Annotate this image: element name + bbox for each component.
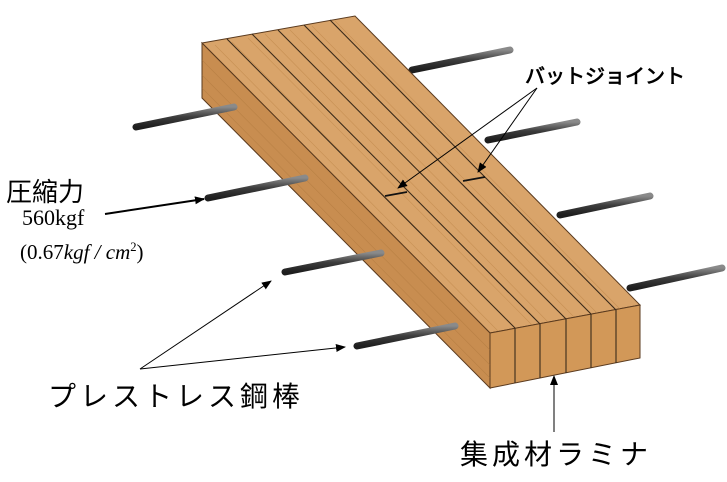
prestress-rod-front-1 — [132, 103, 238, 131]
prestress-rod-label: プレストレス鋼棒 — [48, 380, 305, 413]
pressure-unit-cm: cm — [105, 240, 131, 264]
pressure-slash: / — [89, 240, 106, 264]
pressure-open: (0.67 — [20, 240, 64, 264]
prestress-rod-back-2 — [484, 118, 581, 144]
prestress-rod-front-2 — [204, 174, 309, 202]
compression-force-label: 圧縮力 — [6, 178, 85, 208]
prestress-rod-back-1 — [408, 46, 514, 74]
pressure-close: ) — [136, 240, 144, 264]
prestress-rod-front-3 — [281, 249, 385, 276]
rods-front-left — [132, 103, 459, 350]
beam-end-face — [489, 304, 641, 389]
force-value-label: 560kgf — [22, 205, 85, 230]
butt-joint-marks — [384, 176, 486, 197]
prestress-rod-back-3 — [556, 192, 654, 219]
butt-joint-1 — [384, 191, 408, 197]
pressure-exponent: 2 — [130, 240, 137, 254]
glulam-lamina-label: 集成材ラミナ — [460, 438, 653, 471]
prestress-rod-front-4 — [353, 322, 459, 350]
rod-leader-1 — [139, 280, 272, 370]
lamina-seams-top — [226, 19, 617, 329]
prestress-rod-back-4 — [626, 264, 726, 292]
butt-joint-2 — [462, 176, 486, 182]
lamina-seams-end — [514, 310, 617, 383]
butt-joint-label: バットジョイント — [525, 64, 685, 88]
glulam-beam — [200, 15, 642, 390]
compression-arrow — [104, 196, 205, 215]
butt-joint-leader-2 — [477, 87, 538, 173]
leader-lines — [104, 87, 558, 432]
pressure-unit-kgf: kgf — [63, 240, 90, 264]
butt-joint-leader-1 — [397, 87, 538, 189]
pressure-label: (0.67kgf / cm2) — [20, 240, 144, 265]
rod-leader-2 — [139, 343, 346, 370]
